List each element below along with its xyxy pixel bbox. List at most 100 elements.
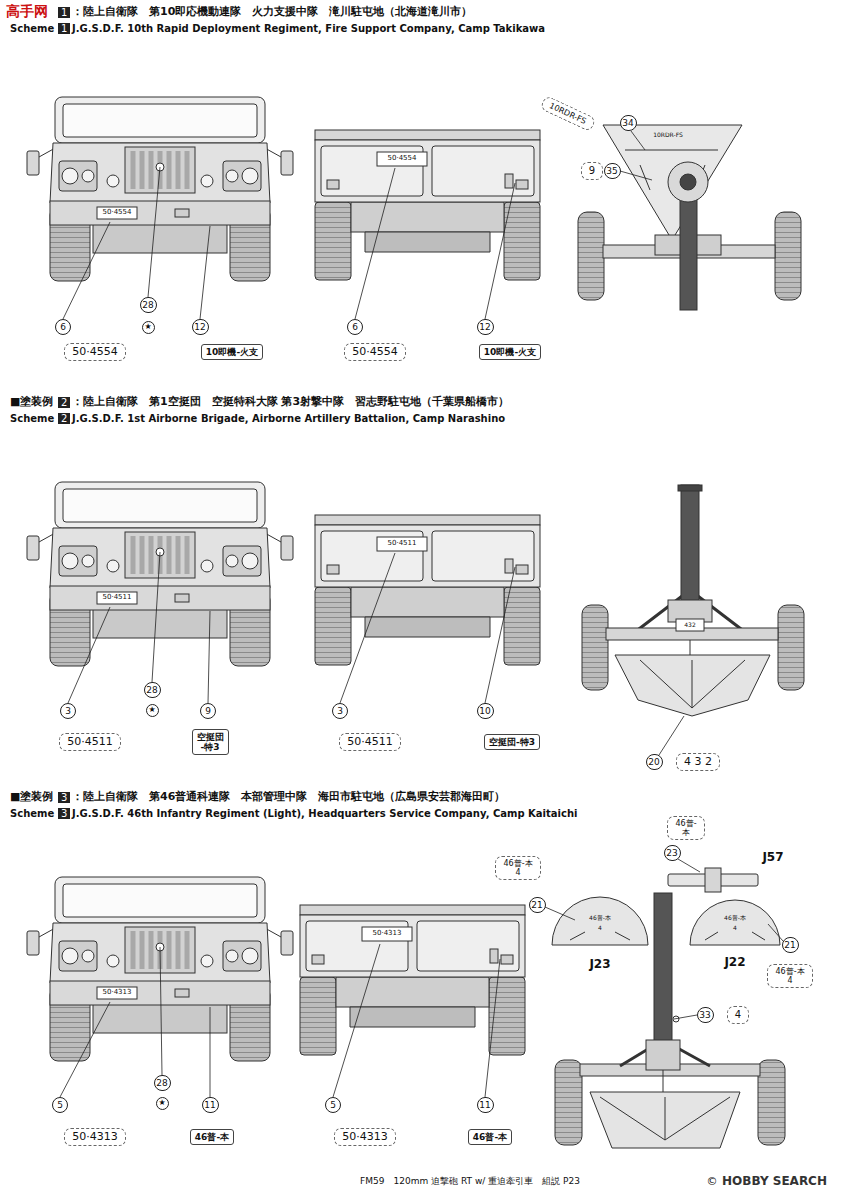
plate-text: 50·4313 (373, 930, 402, 938)
decal-preview: 50·4554 (64, 343, 126, 362)
drawing-part (690, 900, 780, 945)
truck-front-view (27, 97, 293, 281)
drawing-part (555, 1060, 582, 1145)
node-text: 10即機-火支 (206, 347, 258, 357)
scheme-heading: Scheme (10, 23, 54, 34)
scheme-heading: J.G.S.D.F. 46th Infantry Regiment (Light… (72, 808, 577, 819)
scheme-number: 3 (58, 808, 70, 819)
plate-text: 432 (684, 622, 695, 629)
decal-preview: 10即機-火支 (479, 344, 541, 360)
watermark: © (707, 1176, 718, 1188)
callout-number: 5 (325, 1097, 341, 1113)
plate-text: 50·4554 (103, 209, 132, 217)
decal-preview: 50·4511 (339, 733, 401, 752)
node-text: ★ (144, 323, 151, 331)
drawing-part (590, 1092, 740, 1148)
drawing-part (663, 1070, 664, 1092)
decal-preview: 10即機-火支 (201, 344, 263, 360)
plate-text: 10RDR-FS (653, 132, 683, 139)
node-text: 20 (648, 758, 659, 767)
drawing-part (705, 868, 721, 892)
node-text: 空挺団 -特3 (197, 732, 224, 753)
decal-preview: 46普-本 (190, 1129, 234, 1145)
decal-preview: 46普-本 4 (495, 856, 540, 880)
callout-number: 5 (52, 1097, 68, 1113)
decal-preview: 4 (727, 1006, 749, 1024)
marking-text: 4 (733, 925, 737, 932)
node-text: 28 (156, 1079, 167, 1088)
drawing-part (690, 640, 691, 655)
node-text: 5 (57, 1101, 63, 1110)
decal-preview: 4 3 2 (676, 753, 720, 772)
node-text: 4 3 2 (684, 756, 712, 769)
node-text: 28 (146, 686, 157, 695)
decal-preview: 50·4313 (334, 1128, 396, 1147)
callout-number: 6 (55, 319, 71, 335)
drawing-part (600, 1097, 730, 1140)
callout-number: 33 (697, 1007, 714, 1023)
node-text: 23 (666, 849, 677, 858)
part-number: J22 (724, 956, 745, 969)
node-text: 46普- 本 (675, 819, 696, 837)
star-decal: ★ (156, 1097, 169, 1110)
scheme-heading: ：陸上自衛隊 第46普通科連隊 本部管理中隊 海田市駐屯地（広島県安芸郡海田町） (72, 791, 505, 803)
truck-front-view (27, 482, 293, 666)
callout-number: 3 (332, 703, 348, 719)
scheme-number: 3 (58, 792, 70, 803)
node-text: 空挺団-特3 (489, 737, 535, 747)
node-text: 50·4313 (342, 1131, 388, 1144)
plate-text: 50·4511 (103, 594, 132, 602)
callout-number: 12 (477, 319, 494, 335)
callout-number: 23 (664, 845, 681, 861)
plate-text: 50·4511 (388, 540, 417, 548)
node-text: 10RDR-FS (548, 101, 588, 126)
scheme-heading: Scheme (10, 808, 54, 819)
node-text: 46普-本 (195, 1132, 229, 1142)
node-text: 9 (205, 707, 211, 716)
node-text: 10即機-火支 (484, 347, 536, 357)
mortar-front-view (582, 485, 804, 716)
scheme-heading: Scheme (10, 413, 54, 424)
part-number: J57 (762, 851, 783, 864)
drawing-part (680, 174, 696, 190)
drawing-part (681, 485, 699, 615)
node-text: 6 (352, 323, 358, 332)
part-number: J23 (589, 958, 610, 971)
callout-number: 21 (529, 897, 546, 913)
node-text: 11 (479, 1101, 490, 1110)
drawing-part (646, 1040, 680, 1070)
callout-number: 6 (347, 319, 363, 335)
node-text: 11 (204, 1101, 215, 1110)
node-text: 12 (194, 323, 205, 332)
decal-preview: 50·4511 (59, 733, 121, 752)
callout-number: 12 (192, 319, 209, 335)
node-text: 3 (337, 707, 343, 716)
drawing-part (578, 212, 604, 300)
scheme-number: 1 (58, 23, 70, 34)
mortar-rear-view (552, 868, 785, 1148)
truck-rear-view (315, 515, 540, 665)
node-text: 50·4313 (72, 1131, 118, 1144)
node-text: 28 (142, 301, 153, 310)
drawing-part (758, 1060, 785, 1145)
truck-rear-view (315, 130, 540, 280)
node-text: 50·4554 (352, 346, 398, 359)
decal-preview: 空挺団 -特3 (192, 729, 229, 756)
callout-number: 34 (620, 115, 637, 131)
mortar-folded-view (578, 125, 801, 310)
decal-preview: 46普-本 (468, 1129, 512, 1145)
node-text: 9 (589, 165, 595, 177)
marking-text: 4 (598, 925, 602, 932)
node-text: 46普-本 (473, 1132, 507, 1142)
plate-text: 50·4554 (388, 155, 417, 163)
drawing-part (603, 125, 742, 240)
decal-preview: 空挺団-特3 (484, 734, 540, 750)
decal-preview: 9 (581, 162, 603, 180)
callout-number: 28 (144, 682, 161, 698)
node-text: 21 (531, 901, 542, 910)
node-text: 46普-本 4 (775, 967, 804, 985)
node-text: 12 (479, 323, 490, 332)
drawing-part (778, 605, 804, 690)
watermark: 高手网 (6, 4, 48, 19)
